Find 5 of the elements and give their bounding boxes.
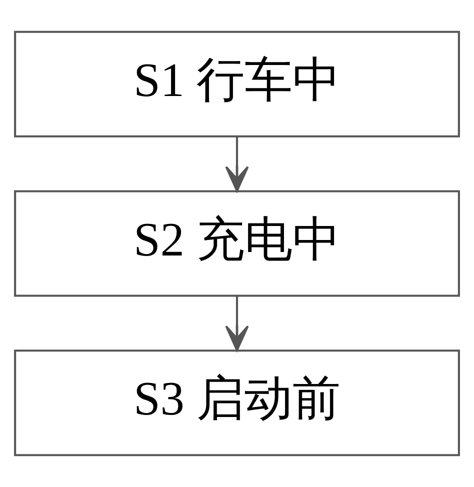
- arrow: [225, 136, 249, 192]
- node-box: S1 行车中: [14, 30, 460, 138]
- node-box: S3 启动前: [14, 350, 460, 456]
- arrow: [225, 296, 249, 352]
- node-box: S2 充电中: [14, 190, 460, 297]
